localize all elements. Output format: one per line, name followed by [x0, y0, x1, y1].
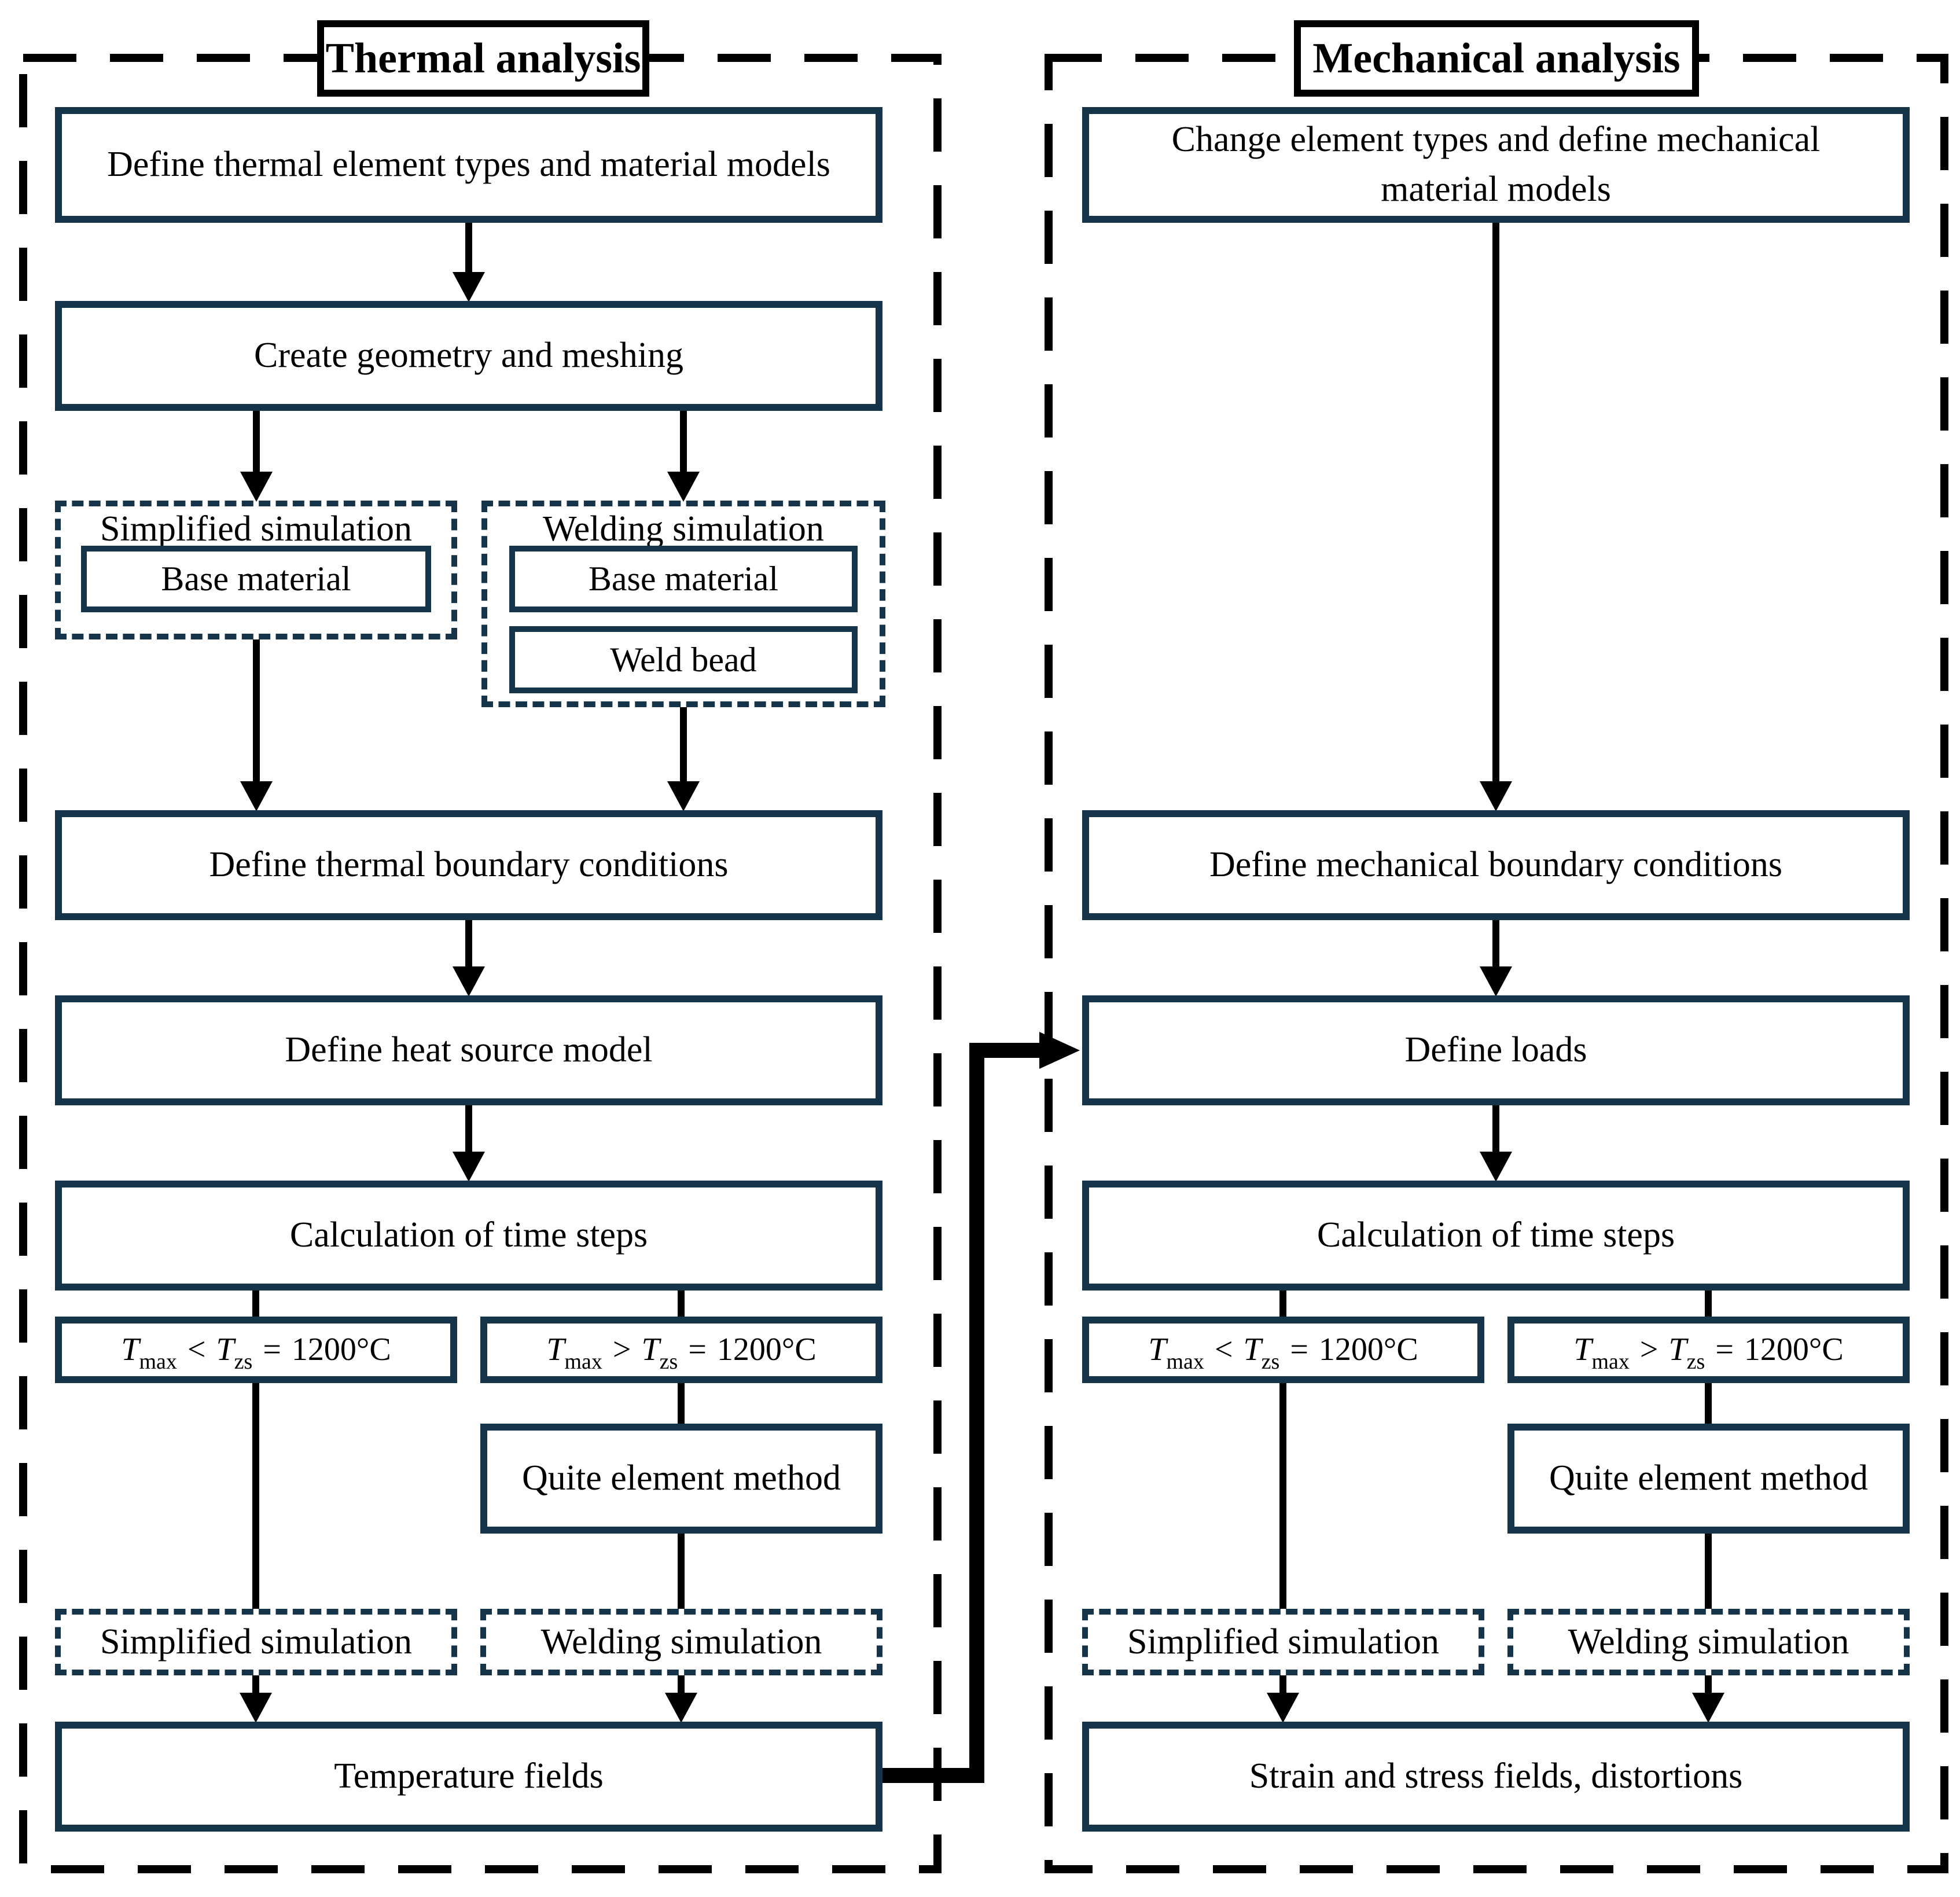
less-than-sign: <: [187, 1331, 206, 1367]
thermal-title-label: Thermal analysis: [325, 34, 641, 82]
simplified-simulation-group: Simplified simulation Base material: [55, 501, 457, 639]
arrowhead-boundary-to-loads: [1480, 966, 1512, 997]
t-symbol: T: [1668, 1331, 1687, 1367]
define-thermal-types-label: Define thermal element types and materia…: [107, 145, 830, 185]
mechanical-boundary-box: Define mechanical boundary conditions: [1082, 810, 1910, 920]
base-material-label-welding: Base material: [588, 560, 779, 598]
arrowhead-simplified-result-to-output-mech: [1267, 1693, 1299, 1723]
t-symbol: T: [121, 1331, 139, 1367]
arrowhead-welding-to-boundary: [667, 781, 700, 811]
welding-simulation-group: Welding simulation Base material Weld be…: [481, 501, 885, 707]
temperature-value: 1200°C: [716, 1331, 817, 1367]
t-max-subscript: max: [139, 1349, 177, 1374]
welding-result-label-mechanical: Welding simulation: [1568, 1622, 1849, 1661]
mechanical-arrows: [1267, 223, 1724, 1723]
t-zs-subscript: zs: [1261, 1349, 1280, 1374]
weld-bead-label: Weld bead: [610, 640, 757, 679]
temperature-fields-label: Temperature fields: [334, 1756, 604, 1796]
mechanical-boundary-label: Define mechanical boundary conditions: [1209, 845, 1782, 885]
create-geometry-label: Create geometry and meshing: [253, 336, 684, 376]
t-symbol: T: [1573, 1331, 1592, 1367]
arrowhead-simplified-to-boundary: [240, 781, 273, 811]
t-zs-subscript: zs: [659, 1349, 678, 1374]
define-loads-box: Define loads: [1082, 995, 1910, 1105]
arrowhead-types-to-geometry: [453, 272, 485, 302]
base-material-box-welding: Base material: [509, 546, 858, 612]
less-than-sign: <: [1214, 1331, 1233, 1367]
simplified-result-label-thermal: Simplified simulation: [100, 1622, 413, 1661]
arrowhead-geometry-to-welding: [667, 472, 700, 502]
greater-than-sign: >: [1639, 1331, 1659, 1367]
quite-element-box-thermal: Quite element method: [480, 1424, 882, 1534]
t-symbol: T: [1243, 1331, 1262, 1367]
equals-sign: =: [1290, 1331, 1308, 1367]
equals-sign: =: [1715, 1331, 1734, 1367]
thermal-time-steps-box: Calculation of time steps: [55, 1181, 882, 1291]
t-symbol: T: [216, 1331, 234, 1367]
equals-sign: =: [263, 1331, 281, 1367]
t-max-subscript: max: [1591, 1349, 1630, 1374]
temperature-value: 1200°C: [1744, 1331, 1844, 1367]
equals-sign: =: [688, 1331, 707, 1367]
strain-stress-box: Strain and stress fields, distortions: [1082, 1722, 1910, 1832]
greater-than-sign: >: [612, 1331, 631, 1367]
define-thermal-types-box: Define thermal element types and materia…: [55, 107, 882, 223]
t-max-subscript: max: [564, 1349, 602, 1374]
simplified-simulation-group-label: Simplified simulation: [100, 509, 413, 549]
thermal-time-steps-label: Calculation of time steps: [289, 1215, 648, 1255]
connector-arrowhead: [1039, 1032, 1080, 1069]
welding-simulation-group-label: Welding simulation: [543, 509, 824, 549]
simplified-result-box-mechanical: Simplified simulation: [1082, 1609, 1484, 1675]
quite-element-box-mechanical: Quite element method: [1507, 1424, 1910, 1534]
strain-stress-label: Strain and stress fields, distortions: [1249, 1756, 1743, 1796]
base-material-label-simplified: Base material: [161, 560, 351, 598]
connector-temperature-to-loads-path: [871, 1043, 1040, 1783]
arrowhead-welding-result-to-output-mech: [1692, 1693, 1724, 1723]
arrowhead-simplified-result-to-output: [240, 1693, 272, 1723]
arrowhead-heat-to-timesteps: [453, 1152, 485, 1182]
base-material-box-simplified: Base material: [81, 546, 431, 612]
arrowhead-geometry-to-simplified: [240, 472, 273, 502]
t-max-subscript: max: [1166, 1349, 1204, 1374]
thermal-title-box: Thermal analysis: [317, 20, 649, 97]
create-geometry-box: Create geometry and meshing: [55, 301, 882, 411]
change-element-types-box: Change element types and define mechanic…: [1082, 107, 1910, 223]
weld-bead-box: Weld bead: [509, 626, 858, 693]
simplified-result-box-thermal: Simplified simulation: [55, 1609, 457, 1675]
temperature-value: 1200°C: [291, 1331, 391, 1367]
change-element-types-label: Change element types and define mechanic…: [1171, 120, 1821, 209]
mechanical-title-label: Mechanical analysis: [1312, 34, 1680, 82]
temperature-value: 1200°C: [1318, 1331, 1418, 1367]
quite-element-label-thermal: Quite element method: [522, 1458, 841, 1498]
mechanical-title-box: Mechanical analysis: [1294, 20, 1699, 97]
arrowhead-loads-to-timesteps: [1480, 1152, 1512, 1182]
define-loads-label: Define loads: [1404, 1030, 1587, 1070]
arrowhead-welding-result-to-output: [665, 1693, 697, 1723]
arrowhead-changetypes-to-boundary: [1480, 781, 1512, 811]
thermal-arrows: [240, 223, 700, 1723]
simplified-result-label-mechanical: Simplified simulation: [1127, 1622, 1440, 1661]
t-symbol: T: [546, 1331, 565, 1367]
welding-result-label-thermal: Welding simulation: [540, 1622, 822, 1661]
mechanical-time-steps-label: Calculation of time steps: [1317, 1215, 1675, 1255]
heat-source-box: Define heat source model: [55, 995, 882, 1105]
thermal-boundary-label: Define thermal boundary conditions: [209, 845, 729, 885]
connector-temperature-to-loads: [871, 1032, 1080, 1783]
welding-result-box-thermal: Welding simulation: [480, 1609, 882, 1675]
thermal-boundary-box: Define thermal boundary conditions: [55, 810, 882, 920]
t-symbol: T: [641, 1331, 660, 1367]
mechanical-time-steps-box: Calculation of time steps: [1082, 1181, 1910, 1291]
t-symbol: T: [1148, 1331, 1167, 1367]
welding-result-box-mechanical: Welding simulation: [1507, 1609, 1910, 1675]
heat-source-label: Define heat source model: [285, 1030, 653, 1070]
quite-element-label-mechanical: Quite element method: [1549, 1458, 1868, 1498]
temperature-fields-box: Temperature fields: [55, 1722, 882, 1832]
t-zs-subscript: zs: [234, 1349, 253, 1374]
arrowhead-boundary-to-heat: [453, 966, 485, 997]
t-zs-subscript: zs: [1686, 1349, 1705, 1374]
